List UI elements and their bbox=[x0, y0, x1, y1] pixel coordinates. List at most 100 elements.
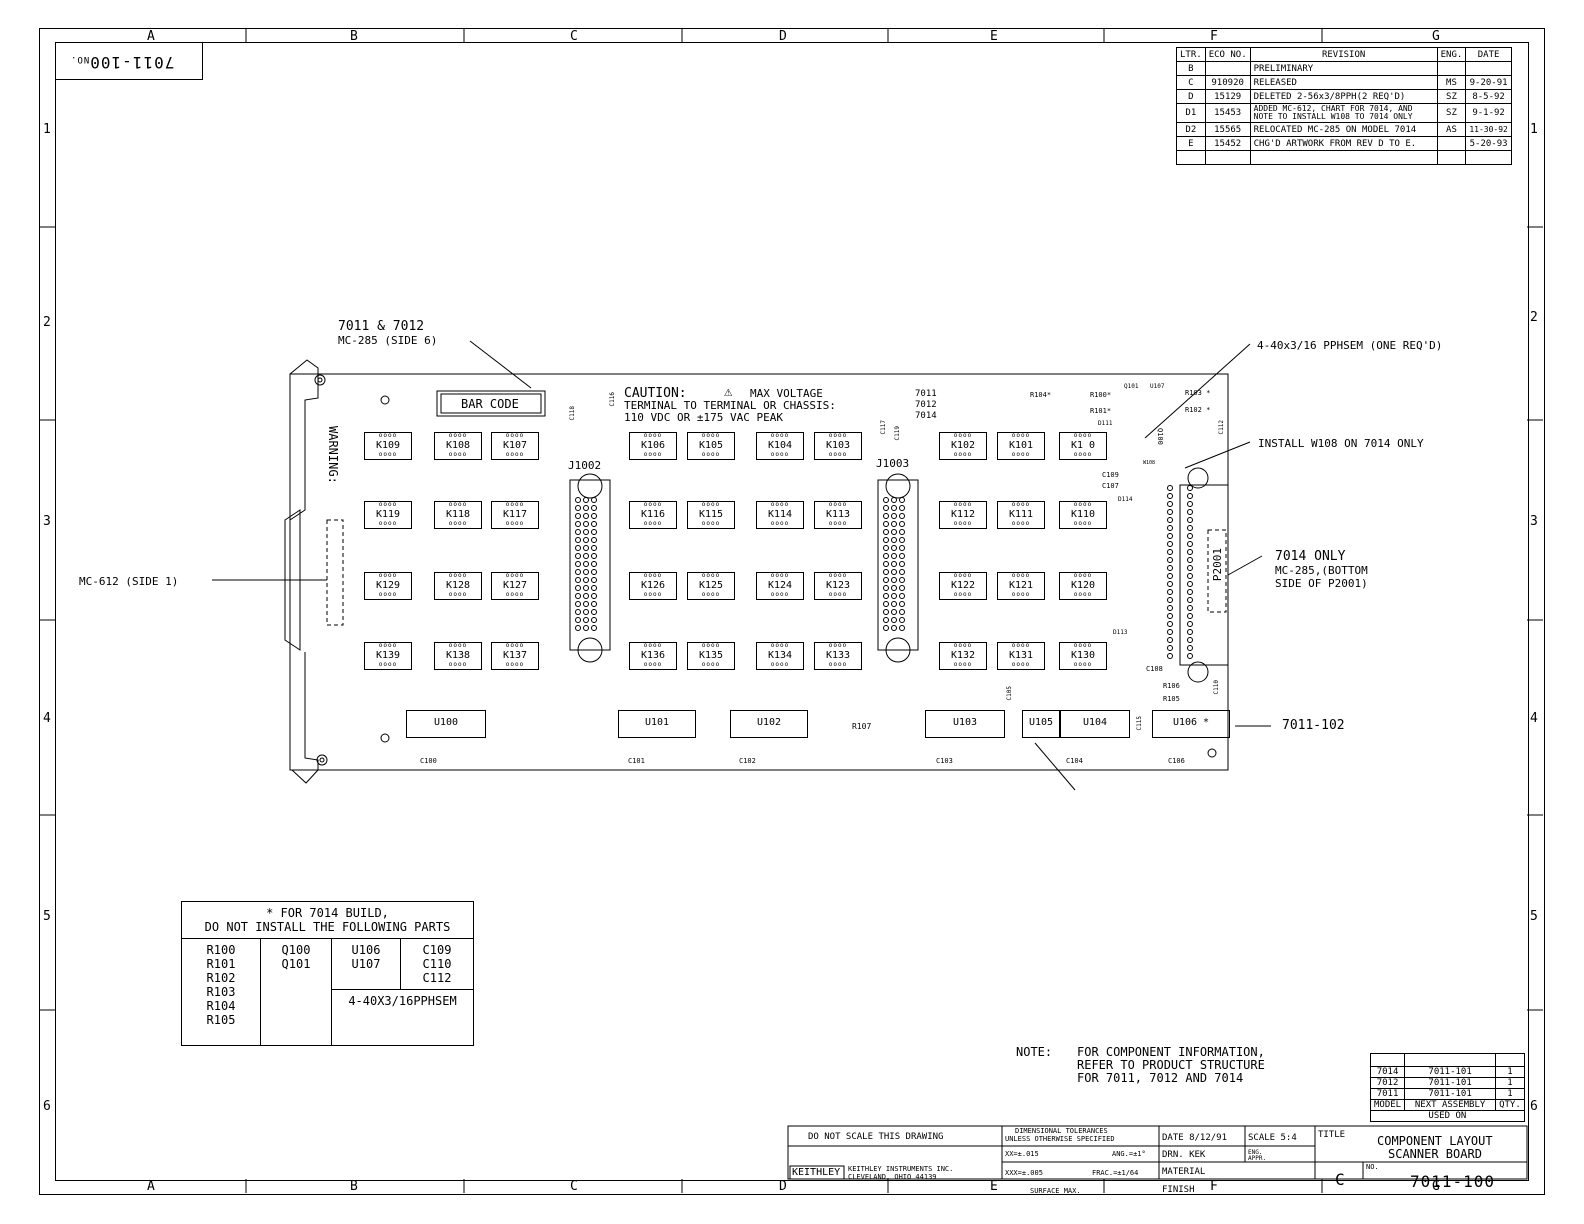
relay-label: K135 bbox=[698, 650, 724, 661]
finish: FINISH bbox=[1162, 1185, 1195, 1195]
warning-label: WARNING: bbox=[326, 426, 340, 484]
ic-chip: U105 bbox=[1022, 710, 1060, 738]
grid-col-top: G bbox=[1432, 29, 1440, 44]
model-label: 7011 bbox=[915, 389, 937, 399]
note-line: FOR COMPONENT INFORMATION, bbox=[1077, 1045, 1265, 1059]
small-label: C108 bbox=[1146, 665, 1163, 673]
grid-row-right: 5 bbox=[1530, 909, 1538, 924]
relay-label: K123 bbox=[825, 580, 851, 591]
grid-row-right: 2 bbox=[1530, 310, 1538, 325]
grid-col-bottom: F bbox=[1210, 1179, 1218, 1194]
drawn-by: DRN. KEK bbox=[1162, 1150, 1206, 1160]
relay-label: K121 bbox=[1008, 580, 1034, 591]
relay-label: K112 bbox=[950, 509, 976, 520]
relay-label: K133 bbox=[825, 650, 851, 661]
rotated-number-box bbox=[56, 43, 203, 80]
grid-col-bottom: C bbox=[570, 1179, 578, 1194]
small-label: R103 * bbox=[1185, 389, 1211, 397]
ic-chip: U102 bbox=[730, 710, 808, 738]
callout-screw: 4-40x3/16 PPHSEM (ONE REQ'D) bbox=[1257, 339, 1443, 352]
note-line: FOR 7011, 7012 AND 7014 bbox=[1077, 1071, 1244, 1085]
resistor-label: R107 bbox=[852, 722, 872, 731]
connector-label: J1002 bbox=[568, 459, 602, 472]
caution-title: CAUTION: bbox=[624, 386, 687, 401]
grid-row-left: 4 bbox=[43, 711, 51, 726]
relay-label: K132 bbox=[950, 650, 976, 661]
relay-label: K105 bbox=[698, 440, 724, 451]
connector-label: J1003 bbox=[876, 457, 910, 470]
callout-w108: INSTALL W108 ON 7014 ONLY bbox=[1258, 437, 1424, 450]
number-label: NO. bbox=[1366, 1163, 1379, 1171]
drawing-size: C bbox=[1335, 1170, 1345, 1189]
small-label: D111 bbox=[1098, 420, 1113, 427]
relay-label: K107 bbox=[502, 440, 528, 451]
relay-label: K127 bbox=[502, 580, 528, 591]
relay-label: K134 bbox=[767, 650, 793, 661]
small-label: R101* bbox=[1090, 407, 1112, 415]
relay-label: K130 bbox=[1070, 650, 1096, 661]
small-label: R104* bbox=[1030, 391, 1052, 399]
ic-chip: U104 bbox=[1060, 710, 1130, 738]
note-line: REFER TO PRODUCT STRUCTURE bbox=[1077, 1058, 1265, 1072]
small-label: U107 bbox=[1150, 383, 1165, 390]
company-address: CLEVELAND, OHIO 44139 bbox=[848, 1173, 937, 1181]
relay-label: K126 bbox=[640, 580, 666, 591]
relay-label: K122 bbox=[950, 580, 976, 591]
ic-chip: U103 bbox=[925, 710, 1005, 738]
small-label: C107 bbox=[1102, 482, 1119, 490]
relay-label: K125 bbox=[698, 580, 724, 591]
small-label: R100* bbox=[1090, 391, 1112, 399]
callout-mc285-bottom: MC-285,(BOTTOM bbox=[1275, 564, 1368, 577]
capacitor-label: C102 bbox=[739, 757, 756, 765]
grid-col-top: C bbox=[570, 29, 578, 44]
grid-row-right: 6 bbox=[1530, 1099, 1538, 1114]
grid-col-top: B bbox=[350, 29, 358, 44]
grid-row-left: 6 bbox=[43, 1099, 51, 1114]
grid-col-top: D bbox=[779, 29, 787, 44]
tolerance-xx: XX=±.015 bbox=[1005, 1150, 1039, 1158]
callout-models: 7011 & 7012 bbox=[338, 319, 425, 334]
tolerance-l1: DIMENSIONAL TOLERANCES bbox=[1015, 1127, 1108, 1135]
bar-code-label: BAR CODE bbox=[461, 397, 519, 411]
do-not-scale: DO NOT SCALE THIS DRAWING bbox=[808, 1132, 944, 1142]
drawing-title-l1: COMPONENT LAYOUT bbox=[1377, 1134, 1493, 1148]
grid-col-top: E bbox=[990, 29, 998, 44]
grid-row-left: 2 bbox=[43, 315, 51, 330]
grid-col-bottom: D bbox=[779, 1179, 787, 1194]
callout-7014-only: 7014 ONLY bbox=[1275, 549, 1346, 564]
tolerance-ang: ANG.=±1° bbox=[1112, 1150, 1146, 1158]
keithley-logo: KEITHLEY bbox=[792, 1167, 841, 1178]
small-label: C109 bbox=[1102, 471, 1119, 479]
grid-col-bottom: G bbox=[1432, 1179, 1440, 1194]
small-label: Q101 bbox=[1124, 383, 1139, 390]
relay-label: K119 bbox=[375, 509, 401, 520]
drawing-scale: SCALE 5:4 bbox=[1248, 1133, 1297, 1143]
warning-triangle-icon: ⚠ bbox=[724, 384, 733, 400]
relay-label: K129 bbox=[375, 580, 401, 591]
material: MATERIAL bbox=[1162, 1167, 1206, 1177]
grid-col-bottom: A bbox=[147, 1179, 155, 1194]
tolerance-l2: UNLESS OTHERWISE SPECIFIED bbox=[1005, 1135, 1115, 1143]
title-label: TITLE bbox=[1318, 1130, 1346, 1140]
capacitor-label: C100 bbox=[420, 757, 437, 765]
callout-mc285-side6: MC-285 (SIDE 6) bbox=[338, 334, 438, 347]
